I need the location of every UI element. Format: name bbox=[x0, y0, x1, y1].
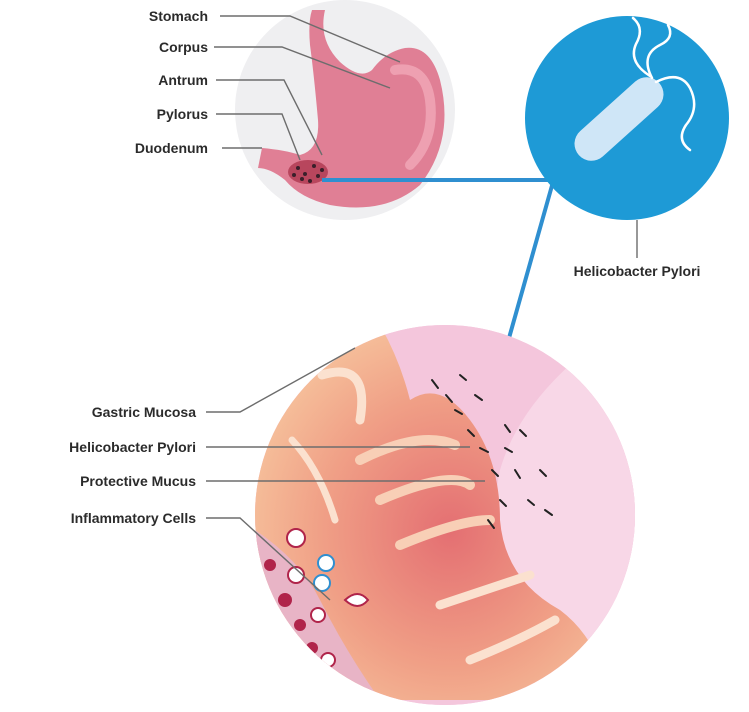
gastric-mucosa-zoom bbox=[255, 325, 640, 705]
label-helicobacter-pylori-top: Helicobacter Pylori bbox=[574, 263, 701, 279]
label-inflammatory-cells: Inflammatory Cells bbox=[71, 510, 196, 526]
label-gastric-mucosa: Gastric Mucosa bbox=[92, 404, 196, 420]
bacterium-zoom bbox=[525, 16, 729, 220]
label-pylorus: Pylorus bbox=[157, 106, 209, 122]
label-corpus: Corpus bbox=[159, 39, 208, 55]
label-helicobacter-pylori-bottom: Helicobacter Pylori bbox=[69, 439, 196, 455]
stomach-illustration bbox=[235, 0, 455, 220]
label-antrum: Antrum bbox=[158, 72, 208, 88]
label-protective-mucus: Protective Mucus bbox=[80, 473, 196, 489]
label-stomach: Stomach bbox=[149, 8, 208, 24]
label-duodenum: Duodenum bbox=[135, 140, 208, 156]
